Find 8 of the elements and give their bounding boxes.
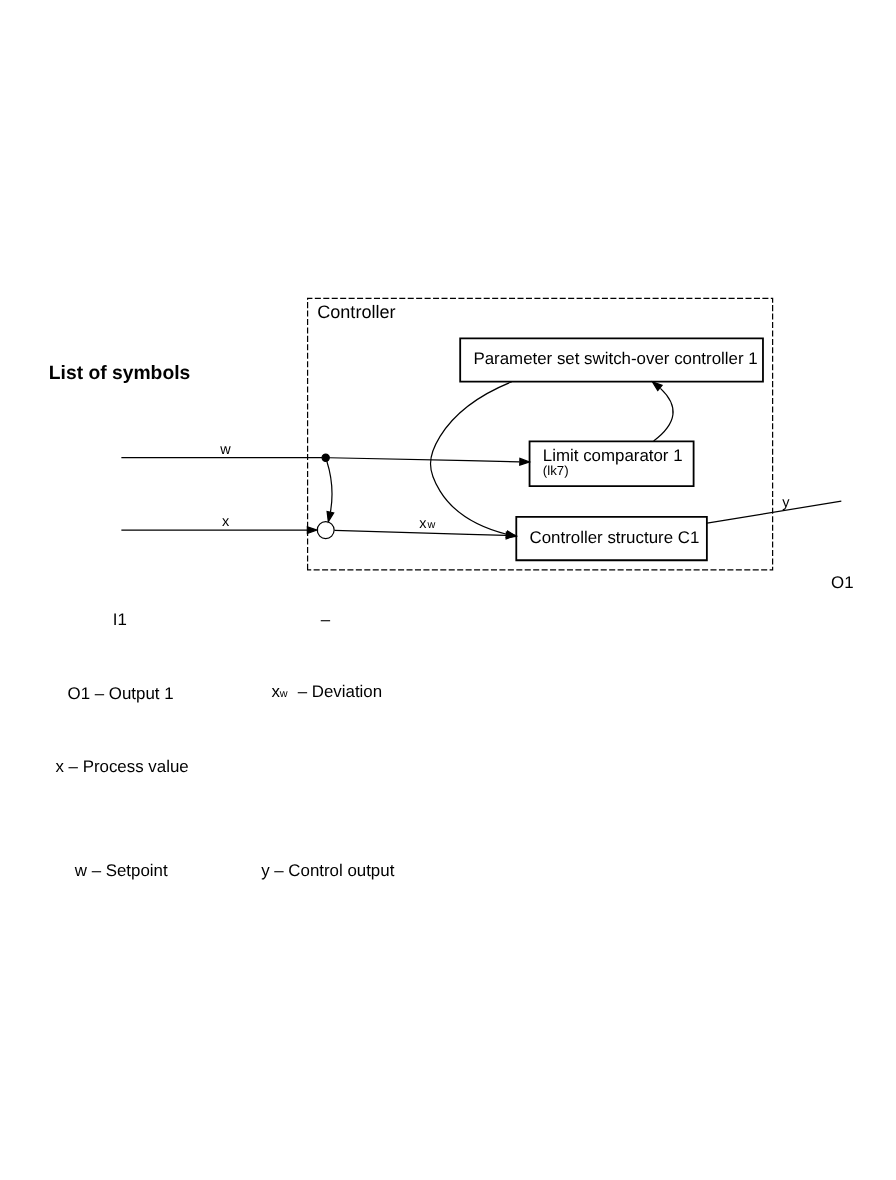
label: x – Process value <box>55 755 189 776</box>
label: w – Setpoint <box>74 858 168 879</box>
label: I1 <box>112 608 127 629</box>
label: List of symbols <box>48 362 191 385</box>
label: O1 <box>831 570 854 591</box>
label: O1 – Output 1 <box>67 681 174 702</box>
label: y – Control output <box>261 858 395 879</box>
label: – <box>320 608 331 629</box>
